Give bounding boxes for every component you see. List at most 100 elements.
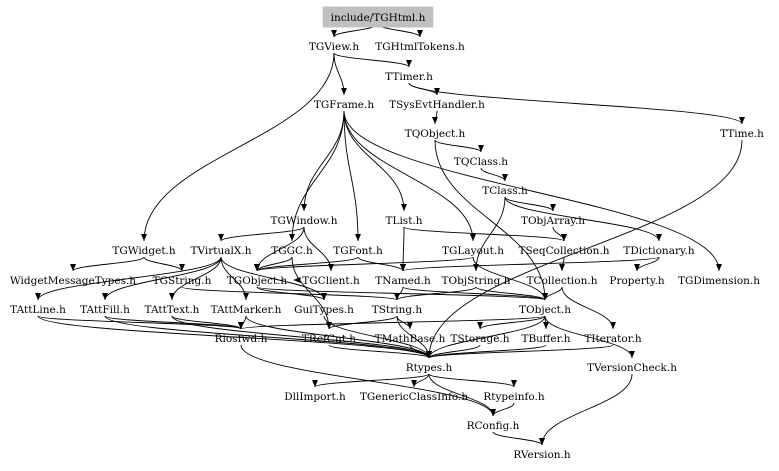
edge-tgobject-to-tobject <box>256 286 548 301</box>
node-tgdimension[interactable]: TGDimension.h <box>678 275 760 287</box>
edge-tlist-to-tseq-collection <box>403 226 567 242</box>
edge-rtypes-to-dll-import <box>312 373 430 388</box>
node-rversion[interactable]: RVersion.h <box>513 449 571 461</box>
node-ttimer[interactable]: TTimer.h <box>385 71 433 83</box>
node-tggc[interactable]: TGGC.h <box>271 245 313 257</box>
node-label: TGString.h <box>153 275 212 287</box>
edge-tgfont-to-tnamed <box>357 256 406 272</box>
node-label: TGDimension.h <box>678 275 760 287</box>
node-tatt-line[interactable]: TAttLine.h <box>10 304 66 316</box>
node-tatt-marker[interactable]: TAttMarker.h <box>211 304 282 316</box>
edge-tobject-to-tbuffer <box>542 315 549 330</box>
edge-gui-types-to-rtypes <box>323 315 432 359</box>
node-tcollection[interactable]: TCollection.h <box>527 275 598 287</box>
edge-tversion-check-to-rversion <box>539 373 633 446</box>
edge-tatt-fill-to-riosfwd <box>104 315 244 330</box>
node-riosfwd[interactable]: Riosfwd.h <box>215 333 268 345</box>
node-label: DllImport.h <box>284 391 346 403</box>
node-rconfig[interactable]: RConfig.h <box>467 420 520 432</box>
node-tgobject[interactable]: TGObject.h <box>227 275 288 287</box>
node-label: TAttLine.h <box>10 304 66 316</box>
edge-tvirtual-x-to-tatt-marker <box>220 256 249 301</box>
node-label: TGView.h <box>309 41 359 53</box>
node-tgframe[interactable]: TGFrame.h <box>314 99 374 111</box>
edge-tgframe-to-tgwindow <box>301 110 345 212</box>
edge-tgview-to-ttimer <box>333 52 412 68</box>
node-label: TVersionCheck.h <box>587 362 677 374</box>
node-tclass[interactable]: TClass.h <box>482 185 528 197</box>
node-tqclass[interactable]: TQClass.h <box>454 156 508 168</box>
node-root[interactable]: include/TGHtml.h <box>322 6 434 28</box>
edge-tseq-collection-to-tcollection <box>559 256 566 272</box>
node-tversion-check[interactable]: TVersionCheck.h <box>587 362 677 374</box>
node-tobj-array[interactable]: TObjArray.h <box>521 215 585 227</box>
node-tgfont[interactable]: TGFont.h <box>333 245 383 257</box>
node-property[interactable]: Property.h <box>609 275 664 287</box>
node-label: TMathBase.h <box>375 333 446 345</box>
node-dll-import[interactable]: DllImport.h <box>284 391 346 403</box>
edge-tdictionary-to-property <box>634 256 660 272</box>
edge-tgobject-to-gui-types <box>256 286 327 301</box>
node-tatt-fill[interactable]: TAttFill.h <box>80 304 130 316</box>
node-tref-cnt[interactable]: TRefCnt.h <box>302 333 356 345</box>
node-tstorage[interactable]: TStorage.h <box>450 333 509 345</box>
node-label: Rtypes.h <box>406 362 453 374</box>
node-tgclient[interactable]: TGClient.h <box>302 275 360 287</box>
node-label: RVersion.h <box>513 449 571 461</box>
node-gui-types[interactable]: GuiTypes.h <box>294 304 354 316</box>
node-tgeneric-class-info[interactable]: TGenericClassInfo.h <box>360 391 469 403</box>
node-label: TCollection.h <box>527 275 598 287</box>
node-titerator[interactable]: TIterator.h <box>584 333 642 345</box>
edge-tobject-to-tversion-check <box>544 315 635 359</box>
node-tqobject[interactable]: TQObject.h <box>405 128 466 140</box>
node-tgwidget[interactable]: TGWidget.h <box>112 245 176 257</box>
node-ttime[interactable]: TTime.h <box>720 128 764 140</box>
node-label: TGFrame.h <box>314 99 374 111</box>
node-label: WidgetMessageTypes.h <box>10 275 136 287</box>
node-tghtml-tokens[interactable]: TGHtmlTokens.h <box>375 41 465 53</box>
edge-tatt-text-to-rtypes <box>171 315 432 359</box>
node-rtypeinfo[interactable]: Rtypeinfo.h <box>483 391 544 403</box>
node-label: TTimer.h <box>385 71 433 83</box>
node-label: TVirtualX.h <box>191 245 252 257</box>
edge-tgwindow-to-tvirtual-x <box>218 226 305 242</box>
edge-tatt-line-to-rtypes <box>37 315 432 359</box>
edge-tqobject-to-tobject <box>434 139 548 301</box>
edge-tglayout-to-tgobject <box>254 256 474 272</box>
node-label: TAttText.h <box>145 304 200 316</box>
node-label: GuiTypes.h <box>294 304 354 316</box>
node-tatt-text[interactable]: TAttText.h <box>145 304 200 316</box>
node-tobject[interactable]: TObject.h <box>519 304 571 316</box>
node-tstring[interactable]: TString.h <box>372 304 423 316</box>
node-tgstring[interactable]: TGString.h <box>153 275 212 287</box>
edge-tgview-to-tgframe <box>333 52 347 96</box>
edge-rtypes-to-rtypeinfo <box>428 373 517 388</box>
node-tmath-base[interactable]: TMathBase.h <box>375 333 446 345</box>
node-tgwindow[interactable]: TGWindow.h <box>270 215 337 227</box>
node-tgview[interactable]: TGView.h <box>309 41 359 53</box>
node-tsys-evt-handler[interactable]: TSysEvtHandler.h <box>389 99 485 111</box>
node-widget-message-types[interactable]: WidgetMessageTypes.h <box>10 275 136 287</box>
edge-rconfig-to-rversion <box>492 431 545 446</box>
node-tobj-string[interactable]: TObjString.h <box>442 275 511 287</box>
node-label: TString.h <box>372 304 423 316</box>
node-tglayout[interactable]: TGLayout.h <box>442 245 504 257</box>
edge-tgframe-to-tgfont <box>343 110 361 242</box>
edge-tclass-to-tdictionary <box>504 196 662 242</box>
node-tdictionary[interactable]: TDictionary.h <box>623 245 694 257</box>
edge-tcollection-to-tobject <box>542 286 563 301</box>
node-tbuffer[interactable]: TBuffer.h <box>521 333 570 345</box>
node-tlist[interactable]: TList.h <box>385 215 422 227</box>
edge-tstring-to-tref-cnt <box>326 315 398 330</box>
node-rtypes[interactable]: Rtypes.h <box>406 362 453 374</box>
node-tseq-collection[interactable]: TSeqCollection.h <box>518 245 609 257</box>
edge-tlist-to-tnamed <box>400 226 407 272</box>
edge-tgframe-to-tlist <box>343 110 407 212</box>
node-label: TGenericClassInfo.h <box>360 391 469 403</box>
node-label: TQObject.h <box>405 128 466 140</box>
node-label: RConfig.h <box>467 420 520 432</box>
node-tvirtual-x[interactable]: TVirtualX.h <box>191 245 252 257</box>
node-tnamed[interactable]: TNamed.h <box>375 275 431 287</box>
